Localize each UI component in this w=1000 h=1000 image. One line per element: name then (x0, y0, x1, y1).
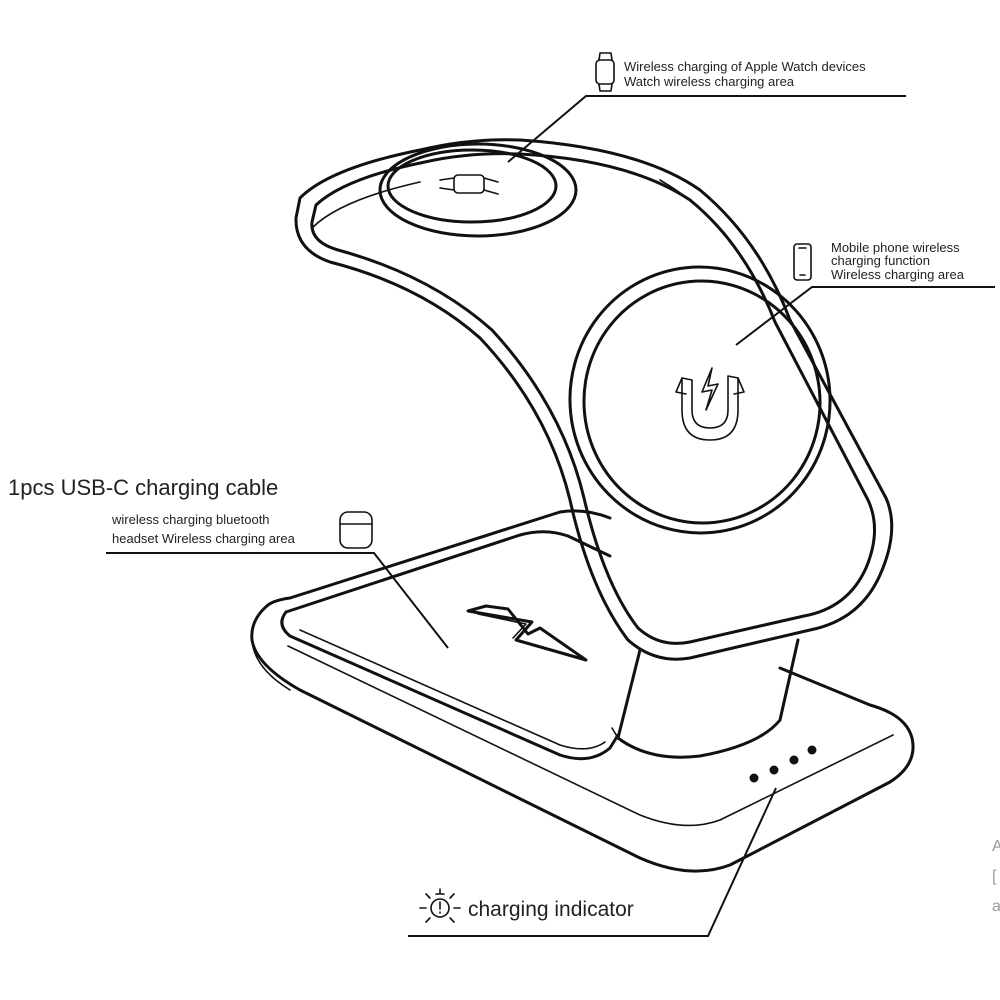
earbuds-callout: wireless charging bluetooth headset Wire… (111, 511, 373, 549)
apple-watch-icon (595, 52, 615, 92)
led-dot (807, 745, 817, 755)
indicator-leds (749, 745, 817, 783)
indicator-label: charging indicator (468, 898, 634, 921)
earbuds-case-icon (339, 511, 373, 549)
cropped-text-fragments: A [ a (992, 838, 1000, 915)
edge-fragment: [ (992, 868, 997, 885)
lightning-bolt-icon (466, 604, 588, 662)
phone-callout-line2: charging function (831, 253, 930, 268)
usb-c-cable-label: 1pcs USB-C charging cable (8, 475, 278, 500)
indicator-callout: charging indicator (419, 888, 634, 923)
stand-arm (294, 138, 894, 661)
edge-fragment: A (992, 838, 1000, 855)
earbuds-callout-line2: headset Wireless charging area (112, 531, 296, 546)
phone-callout: Mobile phone wireless charging function … (793, 240, 965, 282)
magnet-icon (675, 367, 745, 441)
smartphone-icon (793, 243, 812, 281)
phone-callout-line3: Wireless charging area (831, 267, 965, 282)
watch-charging-puck (378, 142, 578, 238)
led-dot (769, 765, 779, 775)
leader-lines (106, 95, 995, 937)
watch-callout-line1: Wireless charging of Apple Watch devices (624, 59, 866, 74)
edge-fragment: a (992, 898, 1000, 915)
base-plate (250, 509, 915, 873)
watch-callout: Wireless charging of Apple Watch devices… (595, 52, 866, 92)
earbuds-callout-line1: wireless charging bluetooth (111, 512, 270, 527)
phone-callout-line1: Mobile phone wireless (831, 240, 960, 255)
watch-symbol-icon (439, 174, 499, 195)
watch-callout-line2: Watch wireless charging area (624, 74, 795, 89)
led-dot (789, 755, 799, 765)
phone-charging-pad (568, 265, 832, 535)
led-dot (749, 773, 759, 783)
stand-neck (611, 638, 800, 759)
earbuds-charging-pad (280, 530, 620, 761)
light-indicator-icon (419, 888, 461, 923)
